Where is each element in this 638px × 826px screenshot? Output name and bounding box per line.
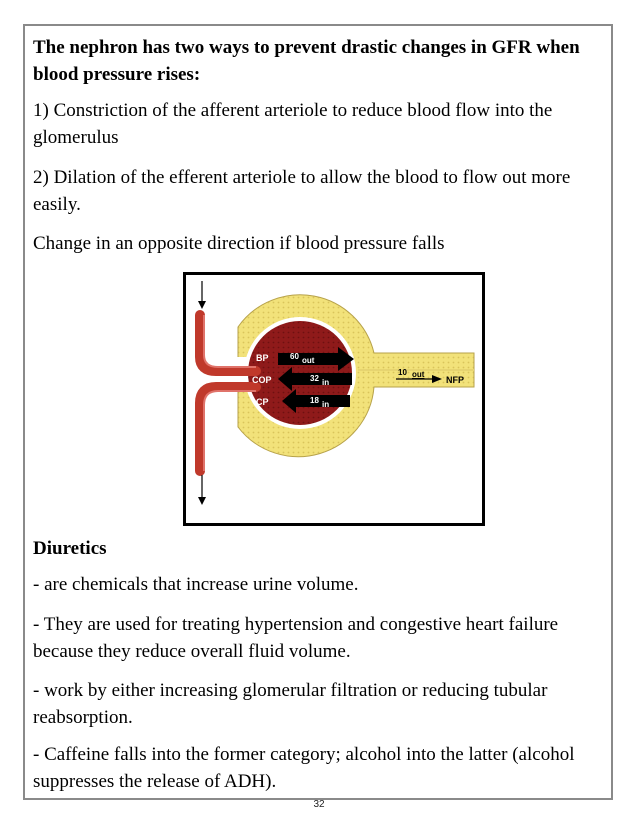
afferent-arteriole — [195, 310, 261, 376]
diuretics-line-1: - are chemicals that increase urine volu… — [33, 574, 359, 595]
page-number: 32 — [313, 799, 325, 810]
point-1: 1) Constriction of the afferent arteriol… — [33, 100, 553, 148]
bp-direction: out — [302, 356, 315, 365]
cop-direction: in — [322, 378, 329, 387]
nfp-label: NFP — [446, 375, 464, 385]
cp-arrow — [282, 389, 350, 413]
diuretics-heading: Diuretics — [33, 538, 107, 559]
cop-arrow — [278, 367, 352, 391]
efferent-arteriole — [195, 382, 261, 476]
diuretics-line-4: - Caffeine falls into the former categor… — [33, 744, 575, 792]
intro-heading: The nephron has two ways to prevent dras… — [33, 37, 580, 85]
bp-label: BP — [256, 353, 269, 363]
bp-arrow — [278, 347, 354, 371]
cop-label: COP — [252, 375, 272, 385]
cp-label: CP — [256, 397, 269, 407]
down-arrow-icon — [198, 475, 206, 505]
diuretics-line-2: - They are used for treating hypertensio… — [33, 614, 559, 662]
direction-note: Change in an opposite direction if blood… — [33, 233, 445, 254]
page-border — [23, 24, 613, 800]
net-value: 10 — [398, 368, 407, 377]
diuretics-line-3: - work by either increasing glomerular f… — [33, 680, 548, 728]
glomerulus-pressure-figure: BP 60 out COP 32 in CP 18 in 10 out NFP — [183, 272, 485, 526]
net-direction: out — [412, 370, 425, 379]
nfp-arrow — [396, 375, 442, 383]
down-arrow-icon — [198, 281, 206, 309]
point-2: 2) Dilation of the efferent arteriole to… — [33, 167, 571, 215]
cp-direction: in — [322, 400, 329, 409]
cp-value: 18 — [310, 396, 319, 405]
cop-value: 32 — [310, 374, 319, 383]
bp-value: 60 — [290, 352, 299, 361]
